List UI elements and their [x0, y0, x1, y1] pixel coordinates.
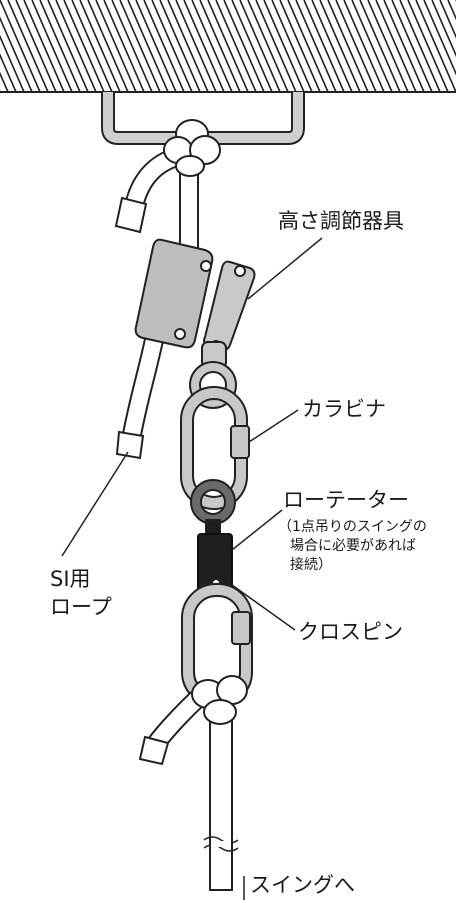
- ceiling-hatch-line: [215, 0, 257, 92]
- ceiling-hatch-line: [439, 0, 456, 39]
- ceiling-hatch-line: [367, 0, 409, 92]
- ceiling-hatch-line: [135, 0, 177, 92]
- ceiling-hatch-line: [231, 0, 273, 92]
- ceiling-hatch-line: [271, 0, 313, 92]
- ceiling: [0, 0, 456, 92]
- ceiling-hatch-line: [103, 0, 145, 92]
- ceiling-hatch-line: [343, 0, 385, 92]
- ceiling-hatch-line: [0, 16, 33, 92]
- label-rotator: ローテーター: [283, 488, 409, 512]
- ceiling-hatch-line: [335, 0, 377, 92]
- ceiling-hatch-line: [95, 0, 137, 92]
- label-height-adjuster: 高さ調節器具: [278, 209, 404, 233]
- ceiling-hatch-line: [247, 0, 289, 92]
- ceiling-hatch-line: [399, 0, 441, 92]
- si-rope: [114, 119, 221, 460]
- ceiling-hatch-line: [111, 0, 153, 92]
- label-rotator-note-3: 接続）: [290, 557, 332, 573]
- ceiling-hatch-line: [407, 0, 449, 92]
- swing-rope: [138, 675, 248, 891]
- ceiling-hatch-line: [375, 0, 417, 92]
- ceiling-hatch-line: [279, 0, 321, 92]
- ceiling-hatch-line: [0, 0, 41, 92]
- ceiling-hatch-line: [319, 0, 361, 92]
- ceiling-hatch-line: [287, 0, 329, 92]
- ceiling-hatch-line: [183, 0, 225, 92]
- rope-end-tape: [114, 196, 148, 234]
- ceiling-hatch-line: [55, 0, 97, 92]
- ceiling-hatch-line: [351, 0, 393, 92]
- carabiner-upper: [180, 386, 250, 510]
- ceiling-hatch-line: [0, 34, 25, 92]
- ceiling-hatch-line: [431, 0, 456, 58]
- ceiling-hatch-line: [175, 0, 217, 92]
- ceiling-hatch-line: [87, 0, 129, 92]
- ceiling-hatch-line: [415, 0, 456, 92]
- ceiling-hatch-line: [255, 0, 297, 92]
- ceiling-hatch-line: [423, 0, 456, 76]
- ceiling-hatch-line: [119, 0, 161, 92]
- ceiling-hatch-line: [239, 0, 281, 92]
- ceiling-hatch-line: [223, 0, 265, 92]
- ceiling-hatch-line: [159, 0, 201, 92]
- ceiling-hatch-line: [23, 0, 65, 92]
- ceiling-hatch-line: [303, 0, 345, 92]
- height-adjuster: [134, 238, 256, 369]
- ceiling-hatch-line: [391, 0, 433, 92]
- ceiling-hatch-line: [199, 0, 241, 92]
- label-crosspin: クロスピン: [298, 620, 403, 644]
- ceiling-hatch-line: [63, 0, 105, 92]
- ceiling-hatch-line: [79, 0, 121, 92]
- ceiling-hatch-line: [127, 0, 169, 92]
- ceiling-hatch-line: [71, 0, 113, 92]
- ceiling-hatch-line: [383, 0, 425, 92]
- label-si-rope-1: SI用: [50, 567, 91, 591]
- ceiling-hatch-line: [143, 0, 185, 92]
- label-to-swing: スイングへ: [250, 873, 355, 897]
- leader-lines: [61, 237, 323, 900]
- ceiling-hatch-line: [151, 0, 193, 92]
- ceiling-hatch-line: [31, 0, 73, 92]
- rotator: [197, 519, 233, 595]
- ceiling-hatch-line: [0, 71, 9, 92]
- ceiling-hatch-line: [47, 0, 89, 92]
- label-rotator-note-2: 場合に必要があれば: [290, 538, 416, 554]
- ceiling-hatch-line: [311, 0, 353, 92]
- ceiling-hatch-line: [263, 0, 305, 92]
- ceiling-hatch-line: [39, 0, 81, 92]
- ceiling-hatch-line: [359, 0, 401, 92]
- ceiling-hatch-line: [207, 0, 249, 92]
- label-carabiner: カラビナ: [302, 397, 386, 421]
- ceiling-hatch-line: [0, 53, 17, 92]
- ceiling-hatch-line: [327, 0, 369, 92]
- ceiling-hatch-line: [7, 0, 49, 92]
- ceiling-hatch-line: [295, 0, 337, 92]
- ceiling-hatch-line: [167, 0, 209, 92]
- ceiling-hatch-line: [15, 0, 57, 92]
- ceiling-hatch-line: [447, 0, 456, 21]
- label-rotator-note-1: （1点吊りのスイングの: [278, 519, 427, 535]
- ceiling-hatch-line: [191, 0, 233, 92]
- label-si-rope-2: ロープ: [50, 595, 112, 619]
